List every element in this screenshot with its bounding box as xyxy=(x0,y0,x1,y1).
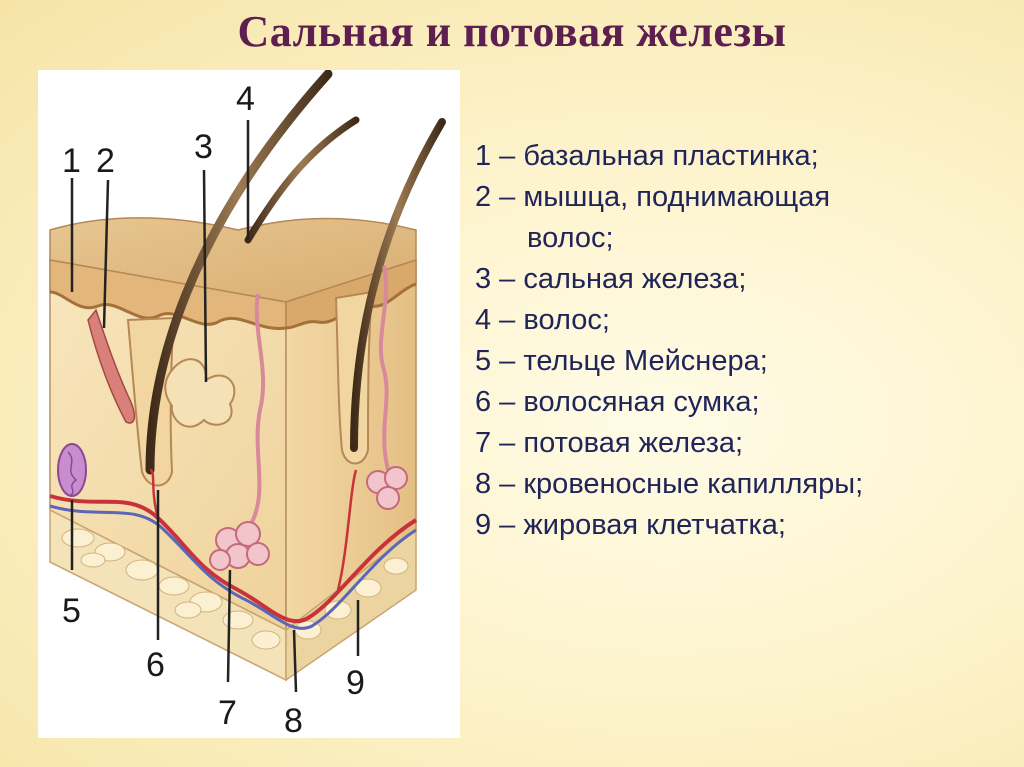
callout-8: 8 xyxy=(284,702,303,738)
sweat-gland-coil xyxy=(209,521,270,571)
meissner-corpuscle xyxy=(57,443,87,497)
legend-item-6: 6 – волосяная сумка; xyxy=(475,386,760,418)
legend-list: 1 – базальная пластинка; 2 – мышца, подн… xyxy=(475,136,1015,546)
hair-shaft-1 xyxy=(145,70,333,475)
legend-item-4: 4 – волос; xyxy=(475,304,610,336)
blood-vessel-blue xyxy=(49,504,417,630)
fat-layer-side xyxy=(285,528,417,682)
sweat-duct-2 xyxy=(378,265,390,471)
page-title: Сальная и потовая железы xyxy=(237,7,787,56)
callout-7: 7 xyxy=(218,694,237,732)
sweat-gland-coil-2 xyxy=(366,466,408,510)
blood-vessel-red xyxy=(49,494,418,624)
legend-item-2-continuation: волос; xyxy=(527,222,614,254)
legend-item-7: 7 – потовая железа; xyxy=(475,427,744,459)
skin-cross-section-illustration: 1 2 3 4 5 6 7 8 9 xyxy=(49,70,446,738)
hair-shaft-3 xyxy=(350,118,446,452)
fat-cells xyxy=(61,528,409,650)
legend-item-1: 1 – базальная пластинка; xyxy=(475,140,819,172)
callout-6: 6 xyxy=(146,646,165,684)
legend-item-8: 8 – кровеносные капилляры; xyxy=(475,468,864,500)
legend-item-3: 3 – сальная железа; xyxy=(475,263,747,295)
skin-diagram-panel: 1 2 3 4 5 6 7 8 9 xyxy=(38,70,460,738)
callout-3: 3 xyxy=(194,128,213,166)
legend-item-9: 9 – жировая клетчатка; xyxy=(475,509,786,541)
legend-item-5: 5 – тельце Мейснера; xyxy=(475,345,768,377)
hair-shaft-2 xyxy=(244,116,360,244)
callout-4: 4 xyxy=(236,80,255,118)
legend-item-2: 2 – мышца, поднимающая волос; xyxy=(475,177,1015,259)
arrector-pili-muscle xyxy=(87,308,136,424)
leader-lines xyxy=(70,120,360,693)
callout-9: 9 xyxy=(346,664,365,702)
callout-2: 2 xyxy=(96,142,115,180)
callout-5: 5 xyxy=(62,592,81,630)
sweat-duct xyxy=(250,293,266,523)
callout-1: 1 xyxy=(62,142,81,180)
